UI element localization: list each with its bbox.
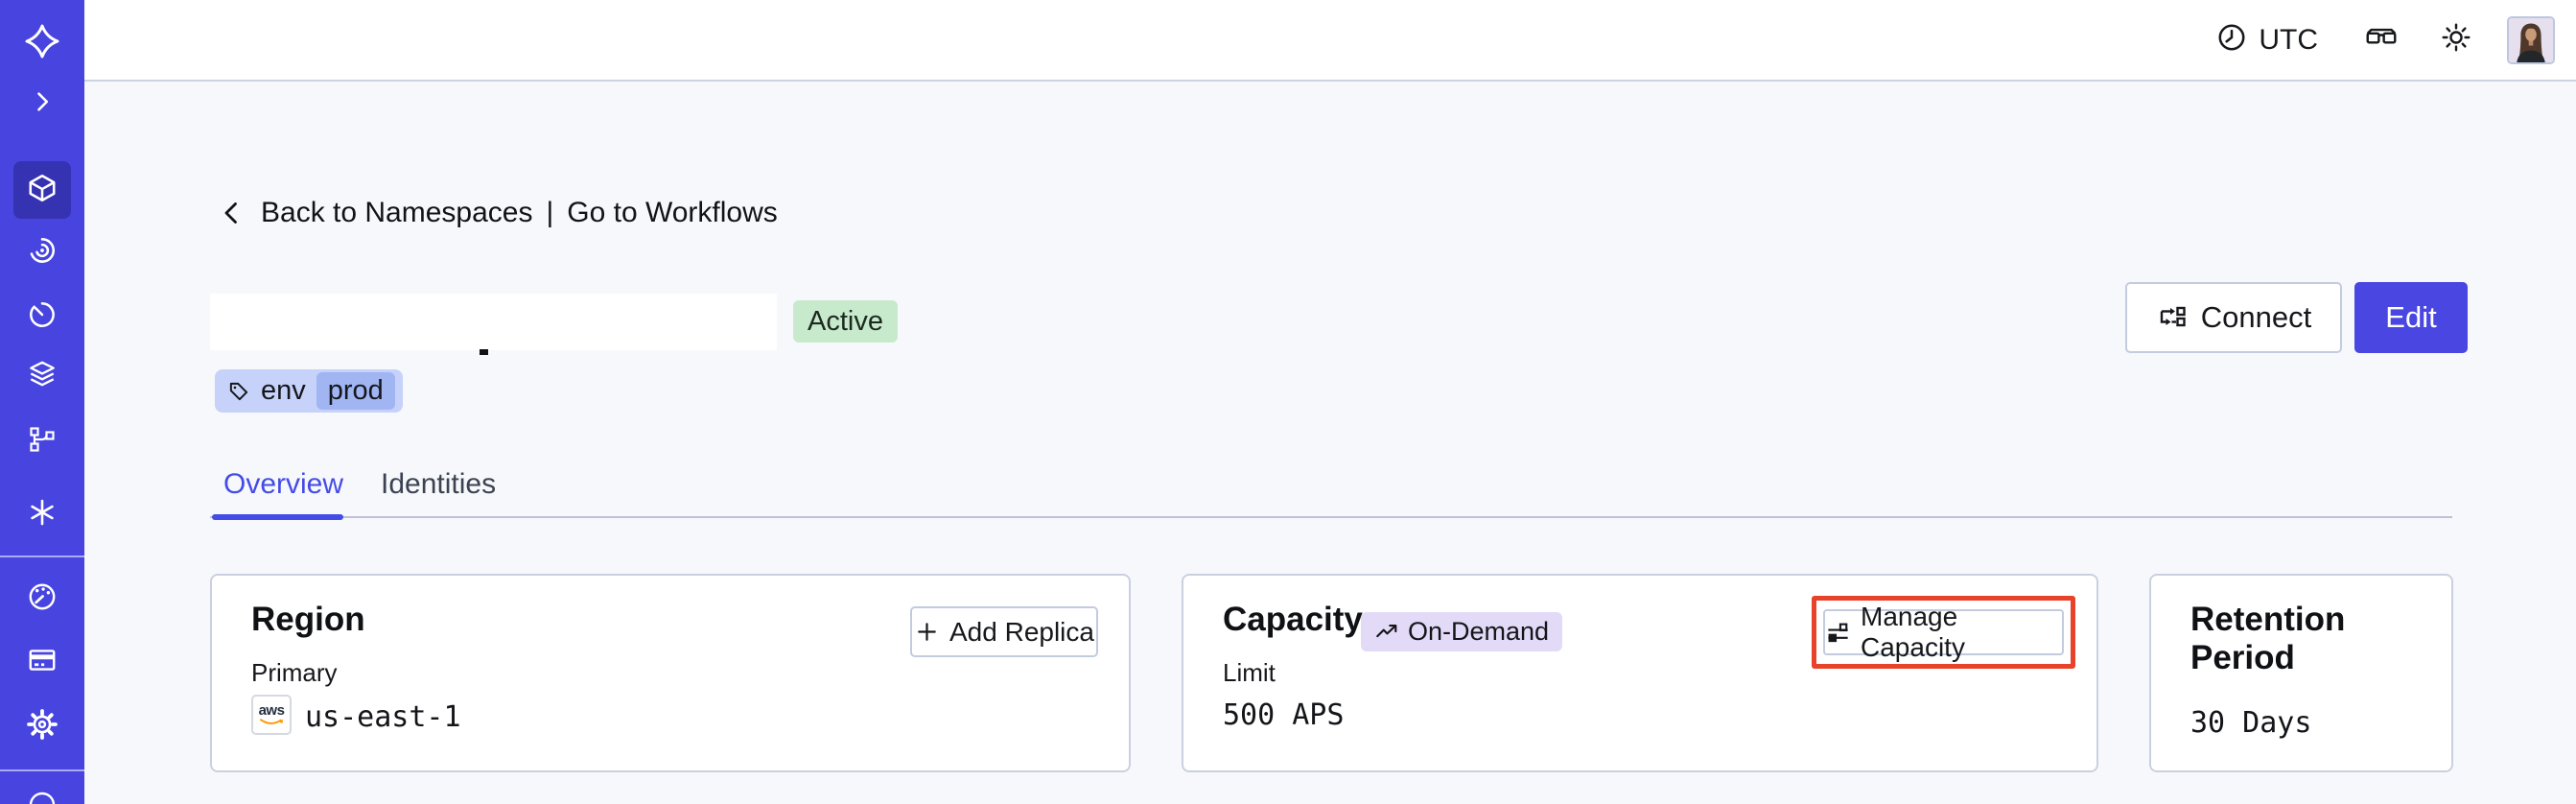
aws-logo: aws <box>258 701 285 719</box>
tag-icon <box>227 380 250 403</box>
labs-toggle[interactable] <box>2363 21 2400 59</box>
capacity-field-label: Limit <box>1223 658 1276 687</box>
ai-asterisk-icon <box>27 497 58 532</box>
chevron-right-icon <box>29 88 56 120</box>
connect-flow-icon <box>2156 302 2187 333</box>
deployments-icon <box>26 358 59 395</box>
retention-card: Retention Period 30 Days <box>2149 574 2453 772</box>
retention-value: 30 Days <box>2190 706 2312 740</box>
trending-up-icon <box>1374 620 1399 645</box>
capacity-value: 500 APS <box>1223 698 1345 732</box>
status-badge: Active <box>793 300 898 343</box>
breadcrumb-separator: | <box>546 197 554 228</box>
user-avatar[interactable] <box>2507 15 2555 64</box>
namespace-tag: env prod <box>215 369 403 413</box>
aws-smile-icon <box>259 718 284 724</box>
settings-gear-icon <box>25 707 59 746</box>
sidebar-item-billing[interactable] <box>0 646 84 678</box>
clock-icon <box>2215 21 2248 59</box>
theme-toggle[interactable] <box>2440 21 2472 59</box>
on-demand-badge: On-Demand <box>1361 612 1563 651</box>
timezone-label: UTC <box>2259 23 2318 56</box>
sliders-icon <box>1825 620 1851 646</box>
sidebar-item-deployments[interactable] <box>0 360 84 392</box>
sidebar-item-settings[interactable] <box>0 707 84 746</box>
manage-capacity-button[interactable]: Manage Capacity <box>1823 602 2064 662</box>
usage-gauge-icon <box>26 580 59 618</box>
region-field-label: Primary <box>251 658 338 687</box>
sidebar-item-usage[interactable] <box>0 582 84 615</box>
namespaces-icon <box>26 172 59 209</box>
sidebar-item-logo[interactable] <box>0 24 84 62</box>
sidebar-item-nexus[interactable] <box>0 426 84 457</box>
temporal-logo-icon <box>23 22 61 65</box>
nexus-icon <box>27 424 58 460</box>
sidebar-item-namespaces[interactable] <box>0 174 84 206</box>
aws-provider-badge: aws <box>251 695 292 735</box>
region-card-title: Region <box>251 601 365 638</box>
connect-button[interactable]: Connect <box>2125 282 2342 353</box>
tag-value: prod <box>316 372 395 410</box>
retention-card-title: Retention Period <box>2190 601 2346 676</box>
region-card: Region Add Replica Primary aws us-east-1 <box>210 574 1131 772</box>
active-tab-underline <box>212 514 343 520</box>
schedules-icon <box>26 298 59 336</box>
manage-capacity-label: Manage Capacity <box>1861 602 1965 662</box>
region-value: us-east-1 <box>305 700 461 734</box>
highlight-box: Manage Capacity <box>1812 596 2075 669</box>
sidebar-item-help[interactable] <box>0 789 84 804</box>
namespace-title-redacted <box>210 294 777 350</box>
capacity-card: Capacity On-Demand Manage Capacity Limit… <box>1182 574 2098 772</box>
workflows-icon <box>26 234 59 272</box>
chevron-left-icon[interactable] <box>217 198 247 228</box>
sidebar-collapse-toggle[interactable] <box>0 90 84 117</box>
help-icon <box>28 789 57 804</box>
on-demand-label: On-Demand <box>1408 617 1550 646</box>
timezone-selector[interactable]: UTC <box>2215 21 2318 59</box>
breadcrumb-back-link[interactable]: Back to Namespaces <box>261 197 533 228</box>
edit-button-label: Edit <box>2385 300 2437 334</box>
sun-icon <box>2440 21 2472 59</box>
sidebar-item-schedules[interactable] <box>0 300 84 333</box>
sidebar-item-workflows[interactable] <box>0 236 84 269</box>
add-replica-button[interactable]: Add Replica <box>910 606 1098 657</box>
sidebar-divider <box>0 769 84 771</box>
edit-button[interactable]: Edit <box>2354 282 2468 353</box>
breadcrumb: Back to Namespaces | Go to Workflows <box>217 197 778 229</box>
add-replica-label: Add Replica <box>949 616 1094 647</box>
tabs-divider <box>210 516 2452 518</box>
topbar: UTC <box>84 0 2576 82</box>
connect-button-label: Connect <box>2200 300 2312 334</box>
breadcrumb-workflows-link[interactable]: Go to Workflows <box>567 197 778 228</box>
sidebar <box>0 0 84 804</box>
tab-overview[interactable]: Overview <box>223 468 344 500</box>
tab-identities[interactable]: Identities <box>381 468 497 500</box>
namespace-title-fragment <box>480 349 488 355</box>
glasses-icon <box>2363 21 2400 59</box>
billing-card-icon <box>26 644 59 681</box>
plus-icon <box>914 619 940 645</box>
capacity-card-title: Capacity <box>1223 601 1363 638</box>
tag-key: env <box>261 375 306 406</box>
sidebar-divider <box>0 556 84 557</box>
sidebar-item-ai[interactable] <box>0 499 84 530</box>
